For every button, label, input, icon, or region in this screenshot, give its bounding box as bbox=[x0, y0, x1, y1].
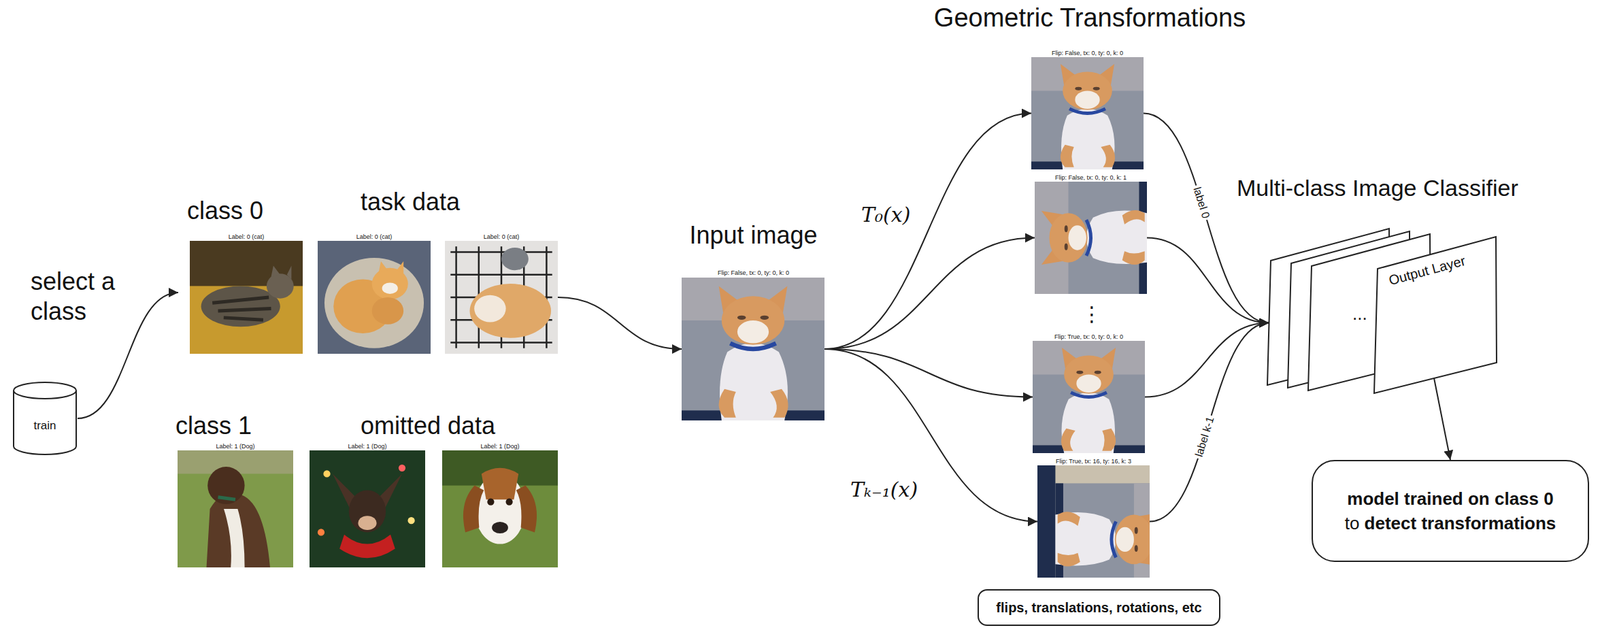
image-frame bbox=[317, 240, 431, 354]
transformed-image: Flip: False, tx: 0, ty: 0, k: 1 bbox=[1034, 174, 1147, 294]
image-frame bbox=[189, 240, 303, 354]
connector bbox=[824, 348, 1033, 398]
transform-symbol: T₀(x) bbox=[861, 202, 911, 228]
edge-label: label 0 bbox=[1190, 182, 1213, 222]
connector bbox=[1146, 238, 1269, 324]
image-caption: omitted data bbox=[360, 410, 496, 441]
node-text: task data bbox=[360, 187, 460, 217]
image-frame bbox=[444, 240, 558, 354]
database-cylinder: train bbox=[12, 380, 78, 456]
classifier-stack: Multi-class Image Classifier...Output La… bbox=[1227, 170, 1528, 402]
image-caption: Label: 0 (cat) bbox=[189, 233, 303, 241]
node-text: class 0 bbox=[187, 195, 264, 226]
image-caption: Flip: True, tx: 16, ty: 16, k: 3 bbox=[1037, 457, 1150, 465]
image-caption: Label: 1 (Dog) bbox=[177, 442, 294, 450]
ellipsis-dots: ⋮ bbox=[1081, 302, 1098, 327]
transformed-image: Flip: True, tx: 16, ty: 16, k: 3 bbox=[1037, 457, 1150, 578]
text-line: todetect transformations bbox=[1344, 510, 1557, 536]
image-caption: Label: 1 (Dog) bbox=[442, 442, 558, 450]
sample-image: Label: 0 (cat) bbox=[189, 233, 303, 354]
image-caption: Flip: False, tx: 0, ty: 0, k: 0 bbox=[1031, 49, 1144, 57]
class-group: class 1omitted dataLabel: 1 (Dog)Label: … bbox=[170, 404, 565, 572]
connector bbox=[824, 348, 1038, 522]
sample-image: Label: 1 (Dog) bbox=[177, 442, 294, 568]
connector bbox=[77, 292, 179, 419]
photo-illustration bbox=[189, 240, 303, 354]
transformed-image: Flip: True, tx: 0, ty: 0, k: 0 bbox=[1032, 333, 1145, 454]
sample-image: Label: 1 (Dog) bbox=[442, 442, 558, 568]
layer-planes bbox=[1258, 224, 1507, 402]
connector bbox=[1143, 113, 1269, 324]
sample-image: Label: 1 (Dog) bbox=[309, 442, 426, 568]
input-image: Input imageFlip: False, tx: 0, ty: 0, k:… bbox=[670, 216, 837, 422]
photo-illustration bbox=[681, 277, 825, 421]
transformed-image: Flip: False, tx: 0, ty: 0, k: 0 bbox=[1031, 49, 1144, 170]
photo-illustration bbox=[309, 450, 426, 568]
photo-illustration bbox=[177, 450, 294, 568]
connector bbox=[1149, 323, 1269, 522]
cylinder-top bbox=[13, 382, 77, 399]
layer-plane bbox=[1374, 236, 1497, 394]
note-text: flips, translations, rotations, etc bbox=[995, 600, 1202, 616]
sample-image: Label: 0 (cat) bbox=[317, 233, 431, 354]
image-frame bbox=[1031, 57, 1144, 170]
connector bbox=[824, 238, 1035, 350]
result-box: model trained on class 0todetect transfo… bbox=[1311, 459, 1590, 562]
section-title: Geometric Transformations bbox=[934, 2, 1246, 35]
connector bbox=[824, 113, 1032, 350]
photo-illustration bbox=[1034, 181, 1147, 294]
image-caption: Label: 0 (cat) bbox=[317, 233, 431, 241]
image-caption: class 1 bbox=[175, 410, 252, 441]
image-caption: Flip: False, tx: 0, ty: 0, k: 1 bbox=[1034, 174, 1147, 181]
note-box: flips, translations, rotations, etc bbox=[977, 589, 1221, 626]
image-caption: Flip: True, tx: 0, ty: 0, k: 0 bbox=[1032, 333, 1145, 341]
cylinder-outline bbox=[12, 380, 78, 456]
photo-illustration bbox=[1031, 57, 1144, 170]
text-line: model trained on class 0 bbox=[1346, 486, 1554, 511]
photo-illustration bbox=[1037, 465, 1150, 578]
node-text: Multi-class Image Classifier bbox=[1236, 174, 1519, 203]
node-text: ... bbox=[1352, 303, 1368, 325]
photo-illustration bbox=[444, 240, 558, 354]
photo-illustration bbox=[317, 240, 431, 354]
connector bbox=[557, 297, 682, 349]
sample-image: Label: 0 (cat) bbox=[444, 233, 558, 354]
body-text: model trained on class 0 bbox=[1346, 488, 1554, 509]
photo-illustration bbox=[442, 450, 558, 568]
edge-label: label k-1 bbox=[1192, 413, 1218, 461]
image-caption: Label: 0 (cat) bbox=[444, 233, 558, 241]
connector bbox=[1434, 378, 1451, 460]
heading-label: select a class bbox=[30, 266, 150, 327]
image-frame bbox=[442, 450, 558, 568]
image-frame bbox=[1032, 340, 1145, 454]
image-frame bbox=[681, 277, 825, 421]
node-text: Input image bbox=[670, 220, 837, 250]
body-text: detect transformations bbox=[1364, 512, 1557, 534]
transform-symbol: Tₖ₋₁(x) bbox=[850, 477, 918, 503]
image-frame bbox=[1034, 181, 1147, 294]
image-frame bbox=[177, 450, 294, 568]
image-caption: Flip: False, tx: 0, ty: 0, k: 0 bbox=[670, 269, 837, 277]
image-frame bbox=[309, 450, 426, 568]
node-text: train bbox=[12, 419, 78, 433]
image-frame bbox=[1037, 465, 1150, 578]
connector bbox=[1144, 323, 1269, 398]
photo-illustration bbox=[1032, 340, 1145, 454]
class-group: class 0 task dataLabel: 0 (cat) Label: 0 (… bbox=[178, 183, 566, 354]
image-caption: Label: 1 (Dog) bbox=[309, 442, 426, 450]
body-text: to bbox=[1344, 512, 1360, 534]
